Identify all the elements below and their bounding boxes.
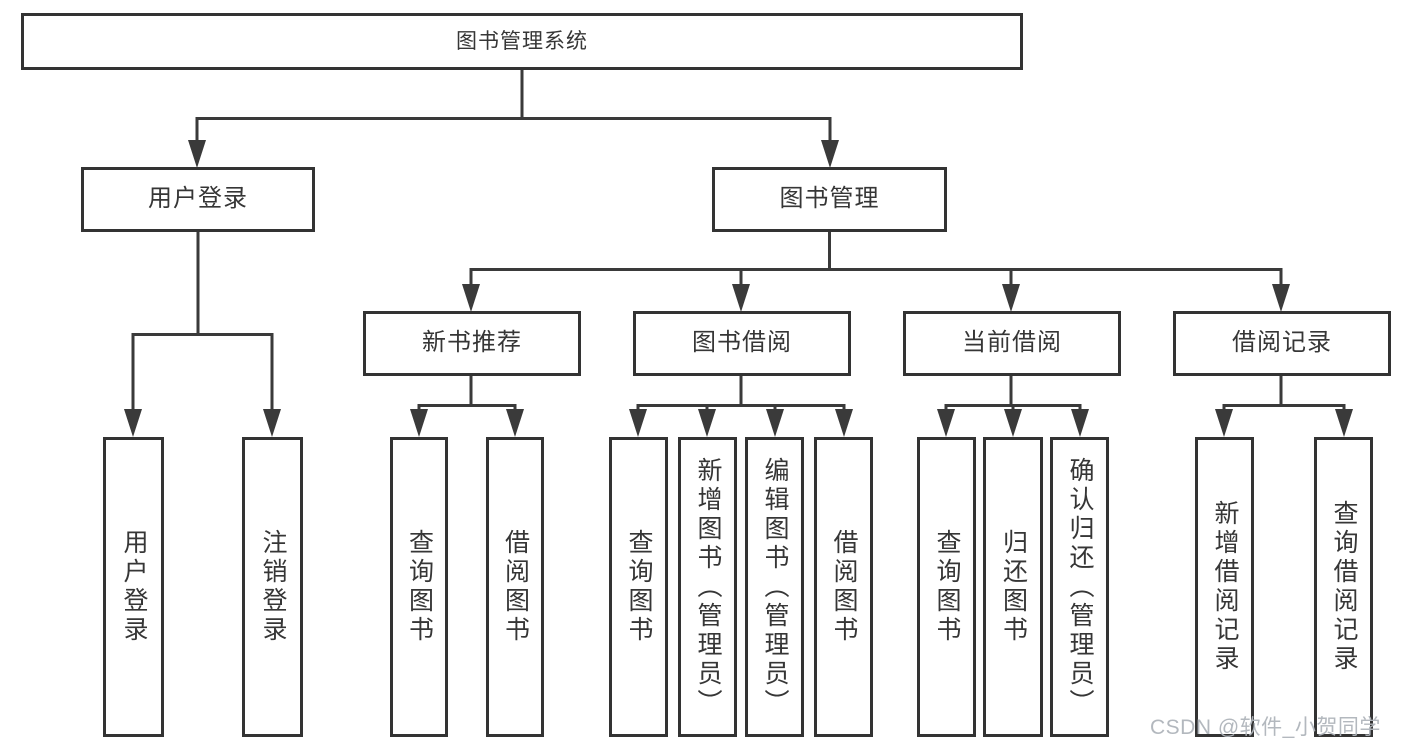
node-new-book-recommend: 新书推荐 xyxy=(363,311,581,376)
arrow-down-icon xyxy=(766,409,784,437)
leaf-records-add-record-label: 新增借阅记录 xyxy=(1211,500,1239,674)
leaf-user-login-label: 用户登录 xyxy=(120,529,148,645)
leaf-borrow-edit-books-admin: 编辑图书（管理员） xyxy=(745,437,804,737)
leaf-borrow-add-books-admin-label: 新增图书（管理员） xyxy=(694,456,722,718)
node-user-login-label: 用户登录 xyxy=(148,185,248,213)
node-root: 图书管理系统 xyxy=(21,13,1023,70)
arrow-down-icon xyxy=(1215,409,1233,437)
leaf-newbook-borrow-books: 借阅图书 xyxy=(486,437,544,737)
arrow-down-icon xyxy=(1004,409,1022,437)
leaf-current-return-books: 归还图书 xyxy=(983,437,1043,737)
leaf-borrow-borrow-books-label: 借阅图书 xyxy=(830,529,858,645)
leaf-newbook-query-books: 查询图书 xyxy=(390,437,448,737)
node-book-borrow-label: 图书借阅 xyxy=(692,329,792,357)
arrow-down-icon xyxy=(1272,284,1290,312)
arrow-down-icon xyxy=(835,409,853,437)
arrow-down-icon xyxy=(629,409,647,437)
arrow-down-icon xyxy=(263,409,281,437)
node-current-borrow-label: 当前借阅 xyxy=(962,329,1062,357)
arrow-down-icon xyxy=(1002,284,1020,312)
arrow-down-icon xyxy=(1071,409,1089,437)
leaf-borrow-borrow-books: 借阅图书 xyxy=(814,437,873,737)
csdn-watermark: CSDN @软件_小贺同学 xyxy=(1150,716,1381,739)
arrow-down-icon xyxy=(937,409,955,437)
leaf-borrow-query-books-label: 查询图书 xyxy=(625,529,653,645)
leaf-user-login: 用户登录 xyxy=(103,437,164,737)
arrow-down-icon xyxy=(462,284,480,312)
node-borrow-records: 借阅记录 xyxy=(1173,311,1391,376)
leaf-borrow-query-books: 查询图书 xyxy=(609,437,668,737)
arrow-down-icon xyxy=(698,409,716,437)
leaf-current-query-books: 查询图书 xyxy=(917,437,976,737)
node-root-label: 图书管理系统 xyxy=(456,29,588,53)
leaf-current-confirm-return-admin: 确认归还（管理员） xyxy=(1050,437,1109,737)
leaf-records-query-record: 查询借阅记录 xyxy=(1314,437,1373,737)
leaf-records-add-record: 新增借阅记录 xyxy=(1195,437,1254,737)
leaf-records-query-record-label: 查询借阅记录 xyxy=(1330,500,1358,674)
leaf-borrow-edit-books-admin-label: 编辑图书（管理员） xyxy=(761,456,789,718)
node-user-login: 用户登录 xyxy=(81,167,315,232)
leaf-newbook-query-books-label: 查询图书 xyxy=(405,529,434,645)
node-current-borrow: 当前借阅 xyxy=(903,311,1121,376)
arrow-down-icon xyxy=(1335,409,1353,437)
leaf-current-query-books-label: 查询图书 xyxy=(933,529,961,645)
node-borrow-records-label: 借阅记录 xyxy=(1232,329,1332,357)
leaf-logout-login-label: 注销登录 xyxy=(259,529,287,645)
arrow-down-icon xyxy=(732,284,750,312)
node-book-borrow: 图书借阅 xyxy=(633,311,851,376)
leaf-borrow-add-books-admin: 新增图书（管理员） xyxy=(678,437,737,737)
leaf-newbook-borrow-books-label: 借阅图书 xyxy=(501,529,530,645)
leaf-current-confirm-return-admin-label: 确认归还（管理员） xyxy=(1066,456,1094,718)
arrow-down-icon xyxy=(410,409,428,437)
leaf-logout-login: 注销登录 xyxy=(242,437,303,737)
leaf-current-return-books-label: 归还图书 xyxy=(999,529,1028,645)
node-book-management-label: 图书管理 xyxy=(779,185,880,213)
node-book-management: 图书管理 xyxy=(712,167,947,232)
arrow-down-icon xyxy=(124,409,142,437)
node-new-book-recommend-label: 新书推荐 xyxy=(422,329,522,357)
arrow-down-icon xyxy=(506,409,524,437)
arrow-down-icon xyxy=(188,140,206,168)
arrow-down-icon xyxy=(821,140,839,168)
arrowheads xyxy=(124,140,1353,437)
